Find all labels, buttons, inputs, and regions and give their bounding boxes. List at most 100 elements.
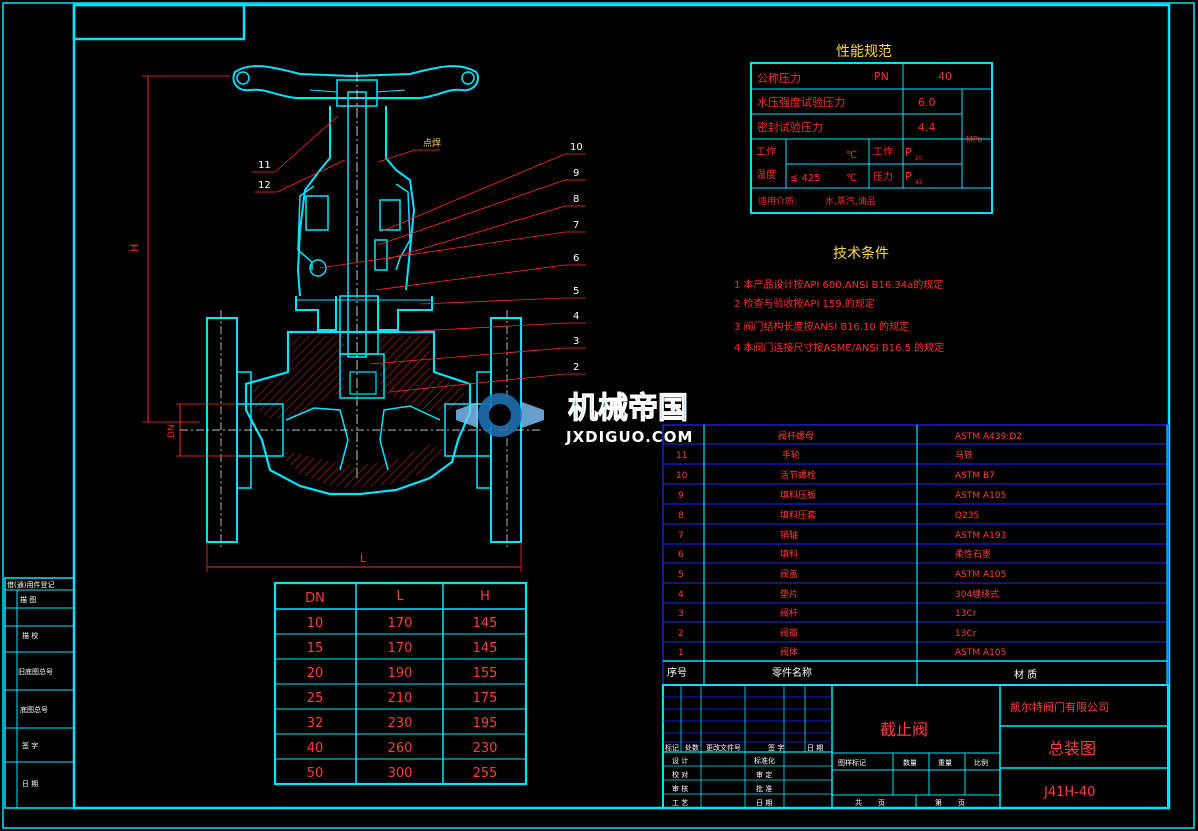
dimension-table: DN L H 10 170 145 15 170 145 20 190 155 … (273, 581, 528, 786)
rev-col-4: 日 期 (807, 744, 823, 752)
spec-nominal-val: 40 (938, 70, 952, 83)
part-name: 销轴 (780, 529, 798, 541)
dim-cell: 190 (388, 666, 413, 681)
part-top-material: ASTM A439:D2 (955, 432, 1022, 442)
rev-col-2: 更改文件号 (706, 743, 741, 752)
tech-item-3: 3 阀门结构长度按ANSI B16.10 的规定 (734, 320, 909, 333)
part-top-name: 阀杆螺母 (778, 430, 814, 442)
spec-nominal-sym: PN (874, 70, 889, 83)
side-label-6: 日 期 (22, 780, 38, 788)
part-no: 6 (678, 550, 684, 560)
tech-item-2: 2 检查与验收按API 159,的规定 (734, 297, 875, 310)
dim-cell: 10 (307, 616, 324, 631)
part-name: 填料压套 (780, 509, 816, 521)
role-right-3: 日 期 (756, 799, 772, 807)
dim-cell: 15 (307, 641, 324, 656)
callouts (252, 115, 586, 393)
part-no: 3 (678, 609, 684, 619)
stage-col-2: 重量 (938, 759, 952, 767)
part-name: 填料压板 (780, 489, 816, 501)
side-label-1: 描 图 (20, 595, 36, 604)
role-left-1: 校 对 (672, 770, 688, 779)
callout-6: 6 (573, 253, 579, 264)
product-name: 截止阀 (880, 720, 928, 739)
valve-drawing: H DN L (128, 65, 540, 572)
role-right-0: 标准化 (754, 756, 775, 765)
spec-p1sub: 20 (915, 155, 923, 162)
spec-title: 性能规范 (836, 43, 892, 60)
part-name: 手轮 (782, 449, 800, 461)
part-name: 垫片 (780, 588, 798, 600)
parts-footer-no: 序号 (667, 666, 687, 679)
spec-deg-1: ℃ (846, 150, 857, 161)
dim-cell: 170 (388, 641, 413, 656)
part-no: 10 (676, 471, 688, 481)
role-right-2: 批 准 (756, 784, 772, 793)
part-name: 阀盖 (780, 568, 798, 580)
sheet-3: 页 (958, 799, 965, 807)
rev-col-3: 签 字 (768, 743, 784, 752)
part-material: ASTM B7 (955, 471, 995, 481)
callout-4: 4 (573, 311, 579, 322)
dim-cell: 230 (388, 716, 413, 731)
callout-8: 8 (573, 194, 579, 205)
spec-medium-val: 水,蒸汽,油品 (825, 195, 876, 207)
dim-cell: 145 (473, 616, 498, 631)
callout-2: 2 (573, 362, 579, 373)
part-material: ASTM A105 (955, 491, 1006, 501)
part-material: ASTM A105 (955, 648, 1006, 658)
spec-shell-val: 6.0 (918, 96, 936, 109)
sheet-1: 页 (878, 799, 885, 807)
spec-work2: 工作 (873, 146, 893, 158)
spec-temp-val: ≤ 425 (790, 173, 821, 184)
company-name: 凯尔特阀门有限公司 (1010, 700, 1109, 714)
stage-col-1: 数量 (903, 758, 917, 767)
dim-cell: 145 (473, 641, 498, 656)
dim-cell: 195 (473, 716, 498, 731)
spec-p2sub: 42 (915, 179, 923, 186)
dim-h-label: H (128, 244, 141, 252)
side-label-3: 旧底图总号 (18, 667, 53, 676)
stage-col-0: 图样标记 (838, 758, 866, 767)
dim-dn-label: DN (167, 424, 177, 438)
dim-cell: 260 (388, 741, 413, 756)
dim-cell: 32 (307, 716, 324, 731)
rev-col-0: 标记 (665, 743, 679, 752)
role-left-2: 审 核 (672, 784, 688, 793)
dim-cell: 155 (473, 666, 498, 681)
part-no: 8 (678, 511, 684, 521)
parts-list: 阀杆螺母 ASTM A439:D2 11 手轮 马铁 10 活节螺栓 ASTM … (662, 424, 1169, 686)
callout-note: 点焊 (423, 137, 441, 149)
side-strip: 借(通)用件登记 描 图 描 校 旧底图总号 底图总号 签 字 日 期 (4, 577, 75, 809)
part-no: 2 (678, 629, 684, 639)
part-name: 阀瓣 (780, 628, 798, 639)
part-material: ASTM A193 (955, 531, 1006, 541)
spec-p2: P (905, 170, 912, 183)
spec-medium-label: 适用介质: (758, 195, 797, 207)
dim-cell: 20 (307, 666, 324, 681)
part-name: 活节螺栓 (780, 469, 816, 481)
tech-title: 技术条件 (833, 245, 889, 262)
dim-cell: 300 (388, 766, 413, 781)
callout-10: 10 (570, 142, 583, 153)
spec-p1: P (905, 146, 912, 159)
spec-temp-label: 温度 (756, 168, 776, 181)
dim-cell: 210 (388, 691, 413, 706)
part-material: Q235 (955, 511, 979, 521)
watermark-cn: 机械帝国 (568, 391, 688, 426)
dim-cell: 255 (473, 766, 498, 781)
sheet-2: 第 (935, 798, 942, 807)
part-no: 11 (676, 451, 687, 461)
part-name: 阀体 (780, 646, 798, 658)
part-no: 1 (678, 648, 684, 658)
part-material: ASTM A105 (955, 570, 1006, 580)
spec-work1: 工作 (756, 146, 776, 158)
dim-cell: 170 (388, 616, 413, 631)
side-label-2: 描 校 (22, 631, 38, 640)
dim-cell: 50 (307, 766, 324, 781)
title-block: 标记 处数 更改文件号 签 字 日 期 设 计 校 对 审 核 工 艺 标准化 … (662, 684, 1169, 809)
parts-footer-name: 零件名称 (772, 666, 812, 679)
spec-nominal-label: 公称压力 (757, 71, 801, 85)
